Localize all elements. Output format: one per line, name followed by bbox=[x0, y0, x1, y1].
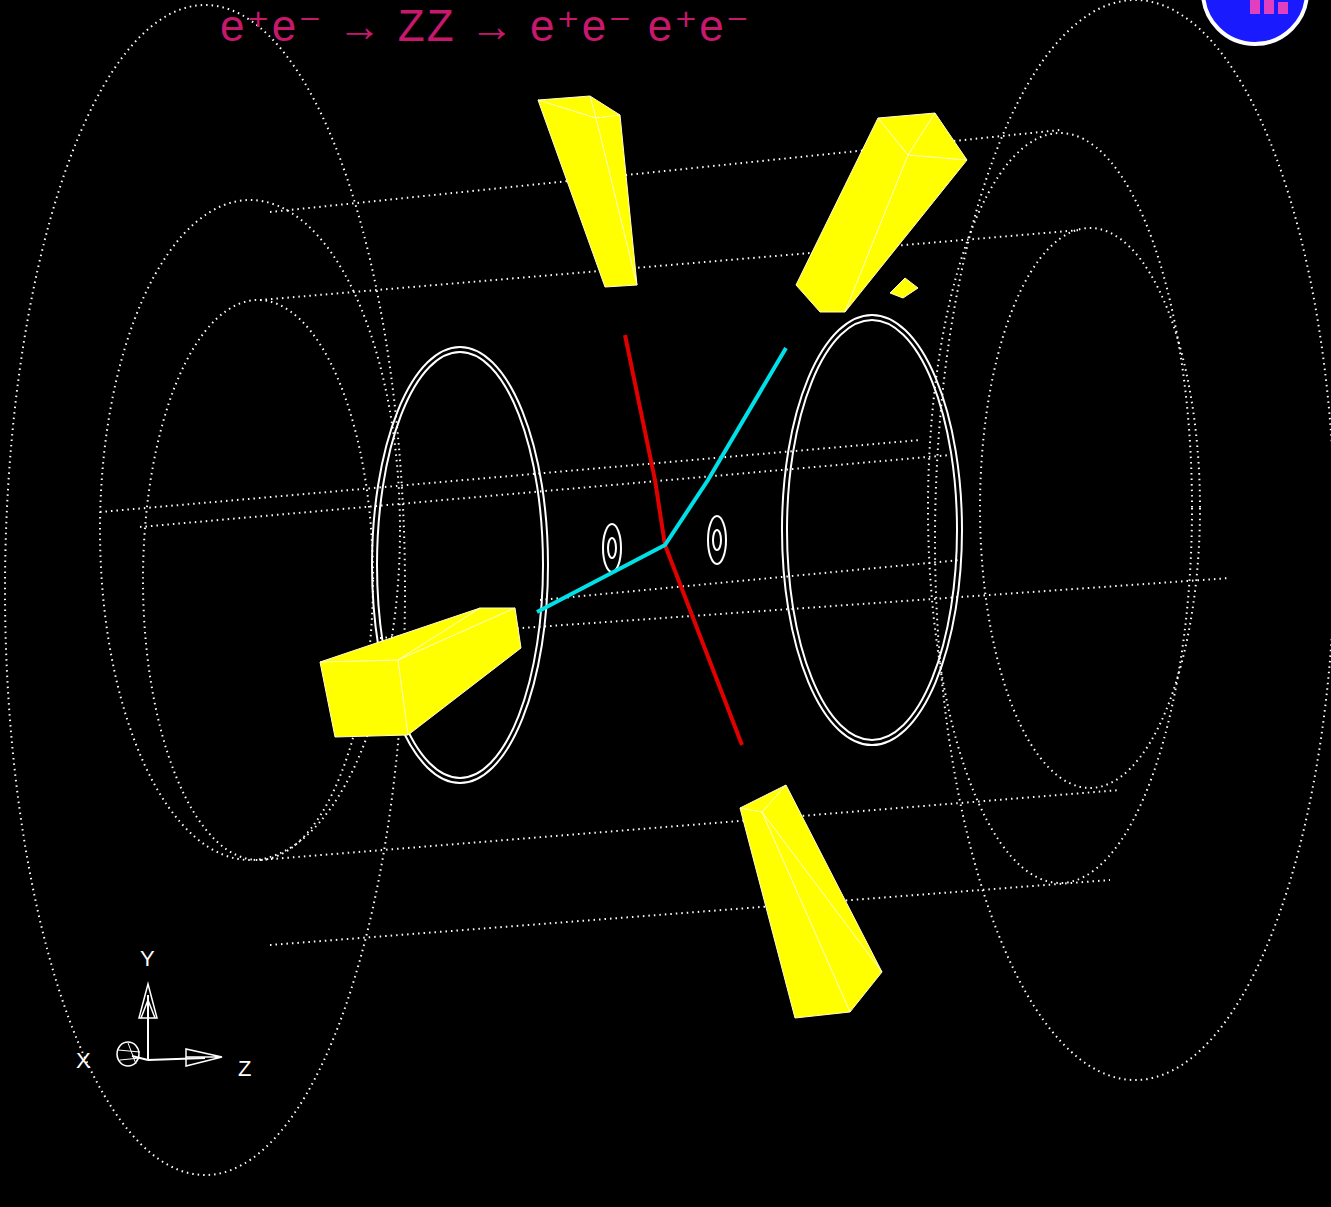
logo-disc bbox=[1203, 0, 1307, 44]
detector-line bbox=[270, 880, 1110, 945]
detector-line bbox=[100, 440, 920, 512]
tracker-ring bbox=[787, 320, 957, 740]
tracker-ring bbox=[782, 315, 962, 745]
logo-bar bbox=[1278, 2, 1288, 14]
logo-bar bbox=[1264, 0, 1274, 14]
axis-label: X bbox=[76, 1050, 91, 1072]
energy-tower bbox=[740, 785, 882, 1018]
tower-edge bbox=[590, 96, 620, 118]
energy-tower bbox=[538, 96, 637, 287]
axis-label: Z bbox=[238, 1058, 251, 1080]
tower-edge bbox=[320, 660, 408, 735]
energy-tower bbox=[320, 608, 521, 737]
particle-track bbox=[625, 335, 742, 745]
detector-outline bbox=[928, 133, 1192, 883]
tower-edge bbox=[762, 812, 882, 972]
detector-outline bbox=[980, 228, 1200, 788]
axis-cone bbox=[139, 984, 157, 1018]
event-title: e⁺e⁻ → ZZ → e⁺e⁻ e⁺e⁻ bbox=[220, 4, 751, 48]
tower-edge bbox=[538, 100, 596, 118]
tracker-ring bbox=[603, 524, 621, 572]
axis-label: Y bbox=[140, 948, 155, 970]
detector-outline bbox=[100, 200, 400, 860]
tower-edge bbox=[398, 608, 515, 660]
tower-edge bbox=[596, 118, 637, 285]
experiment-logo bbox=[1203, 0, 1307, 44]
axis-cone bbox=[117, 1042, 139, 1066]
tower-edge bbox=[740, 785, 786, 812]
tracker-ring bbox=[708, 516, 726, 564]
tracker-ring bbox=[713, 530, 721, 550]
energy-tower bbox=[890, 278, 918, 298]
tracker-ring bbox=[608, 538, 616, 558]
energy-tower bbox=[796, 113, 967, 312]
detector-line bbox=[260, 230, 1080, 300]
detector-outline bbox=[935, 0, 1331, 1080]
detector-line bbox=[540, 560, 960, 600]
tower-edge bbox=[908, 113, 967, 160]
axis-cone bbox=[186, 1049, 222, 1066]
particle-track bbox=[537, 348, 786, 612]
axis-cone bbox=[118, 1043, 140, 1064]
calorimeter-towers bbox=[320, 96, 967, 1018]
tower-edge bbox=[878, 118, 908, 155]
detector-outline bbox=[5, 5, 405, 1175]
detector-outline bbox=[143, 300, 373, 860]
axis-triad bbox=[117, 984, 222, 1066]
detector-line bbox=[260, 790, 1120, 860]
tower-edge bbox=[398, 608, 480, 660]
logo-bar bbox=[1250, 0, 1260, 14]
